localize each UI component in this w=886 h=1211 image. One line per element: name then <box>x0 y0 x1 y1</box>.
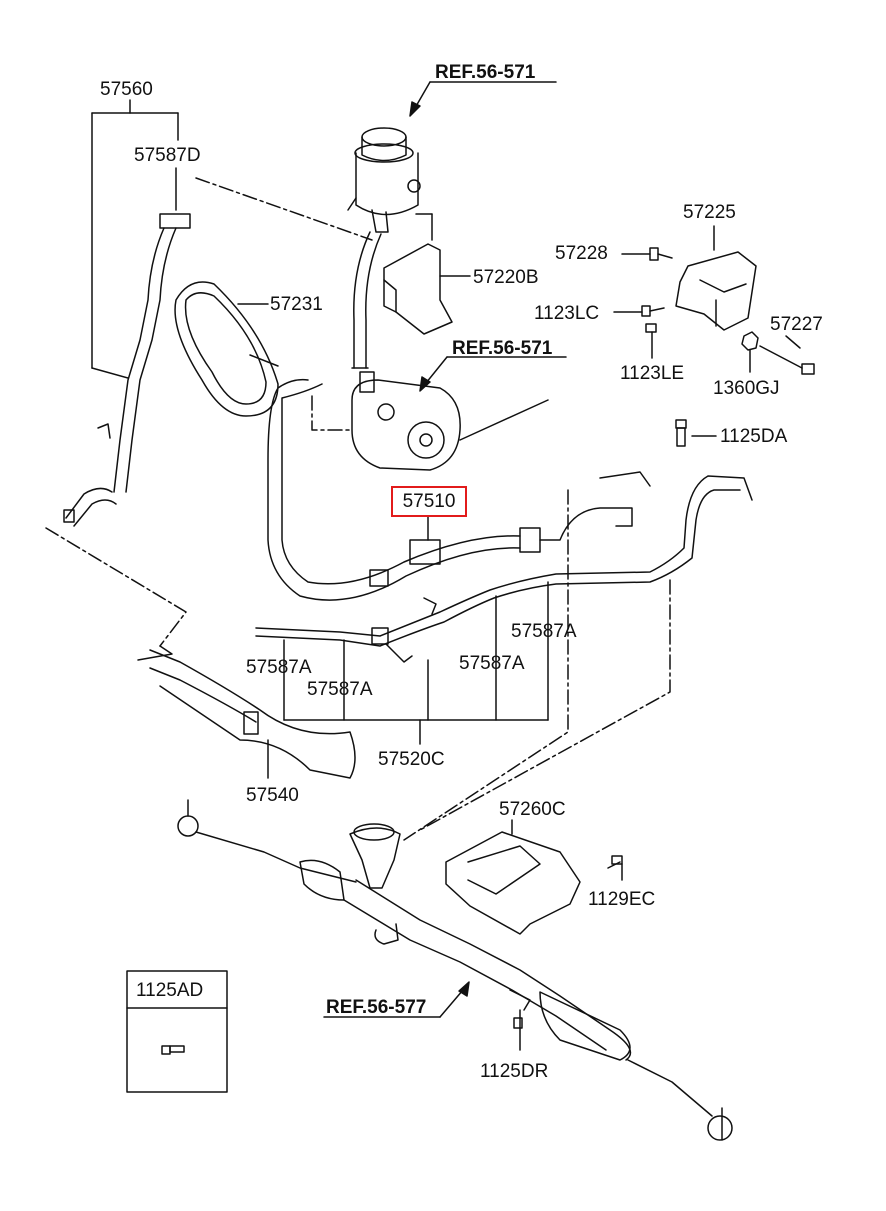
part-1360GJ-label: 1360GJ <box>713 378 780 399</box>
bolt-1125DA <box>675 419 717 447</box>
part-57520C-label: 57520C <box>378 749 445 770</box>
part-57227-label: 57227 <box>770 314 823 335</box>
belt-57231 <box>174 281 279 417</box>
highlighted-part-57510[interactable]: 57510 <box>391 486 467 517</box>
ref-mid-arrow <box>419 356 567 392</box>
ref-bottom-label: REF.56-577 <box>326 997 427 1018</box>
nut-1360GJ <box>741 331 759 373</box>
part-1123LE-label: 1123LE <box>620 363 685 384</box>
ref-top-label: REF.56-571 <box>435 62 536 83</box>
part-57260C-label: 57260C <box>499 799 566 820</box>
cooler-57540 <box>137 645 356 779</box>
part-57228-label: 57228 <box>555 243 608 264</box>
bracket-57225 <box>675 225 757 331</box>
part-57587A-label-right: 57587A <box>511 621 577 642</box>
part-57587A-label-mid: 57587A <box>459 653 525 674</box>
bolt-1123LC <box>613 305 665 317</box>
part-1125DA-label: 1125DA <box>720 426 788 447</box>
cover-57260C <box>445 819 581 935</box>
part-1129EC-label: 1129EC <box>588 889 656 910</box>
part-57220B-label: 57220B <box>473 267 539 288</box>
reservoir-hose <box>351 231 382 369</box>
bracket-57220B <box>383 213 471 335</box>
part-57510-label: 57510 <box>402 491 456 512</box>
ref-bottom-arrow <box>323 981 470 1018</box>
bolt-1123LE <box>645 323 657 359</box>
part-57231-label: 57231 <box>270 294 323 315</box>
part-57587D-label: 57587D <box>134 145 201 166</box>
steering-rack <box>177 799 733 1141</box>
part-1125DR-label: 1125DR <box>480 1061 549 1082</box>
connector-lines <box>45 177 671 841</box>
part-57560-label: 57560 <box>100 79 153 100</box>
part-57587A-label-left: 57587A <box>246 657 312 678</box>
bolt-57228 <box>621 247 673 261</box>
reservoir <box>347 127 421 233</box>
ref-mid-label: REF.56-571 <box>452 338 553 359</box>
return-hose-57560 <box>63 213 191 527</box>
leader-57560 <box>91 99 179 379</box>
bolt-57227 <box>759 335 815 375</box>
ref-top-arrow <box>409 81 557 117</box>
part-57587A-label-lower: 57587A <box>307 679 373 700</box>
lines-57520C <box>255 475 753 745</box>
pump <box>351 371 549 471</box>
inset-title-1125AD: 1125AD <box>136 980 204 1001</box>
part-57225-label: 57225 <box>683 202 736 223</box>
inset-box-1125AD <box>126 970 228 1093</box>
part-57540-label: 57540 <box>246 785 299 806</box>
part-1123LC-label: 1123LC <box>534 303 600 324</box>
bolt-1129EC <box>607 855 623 881</box>
hose-57510 <box>267 378 651 601</box>
